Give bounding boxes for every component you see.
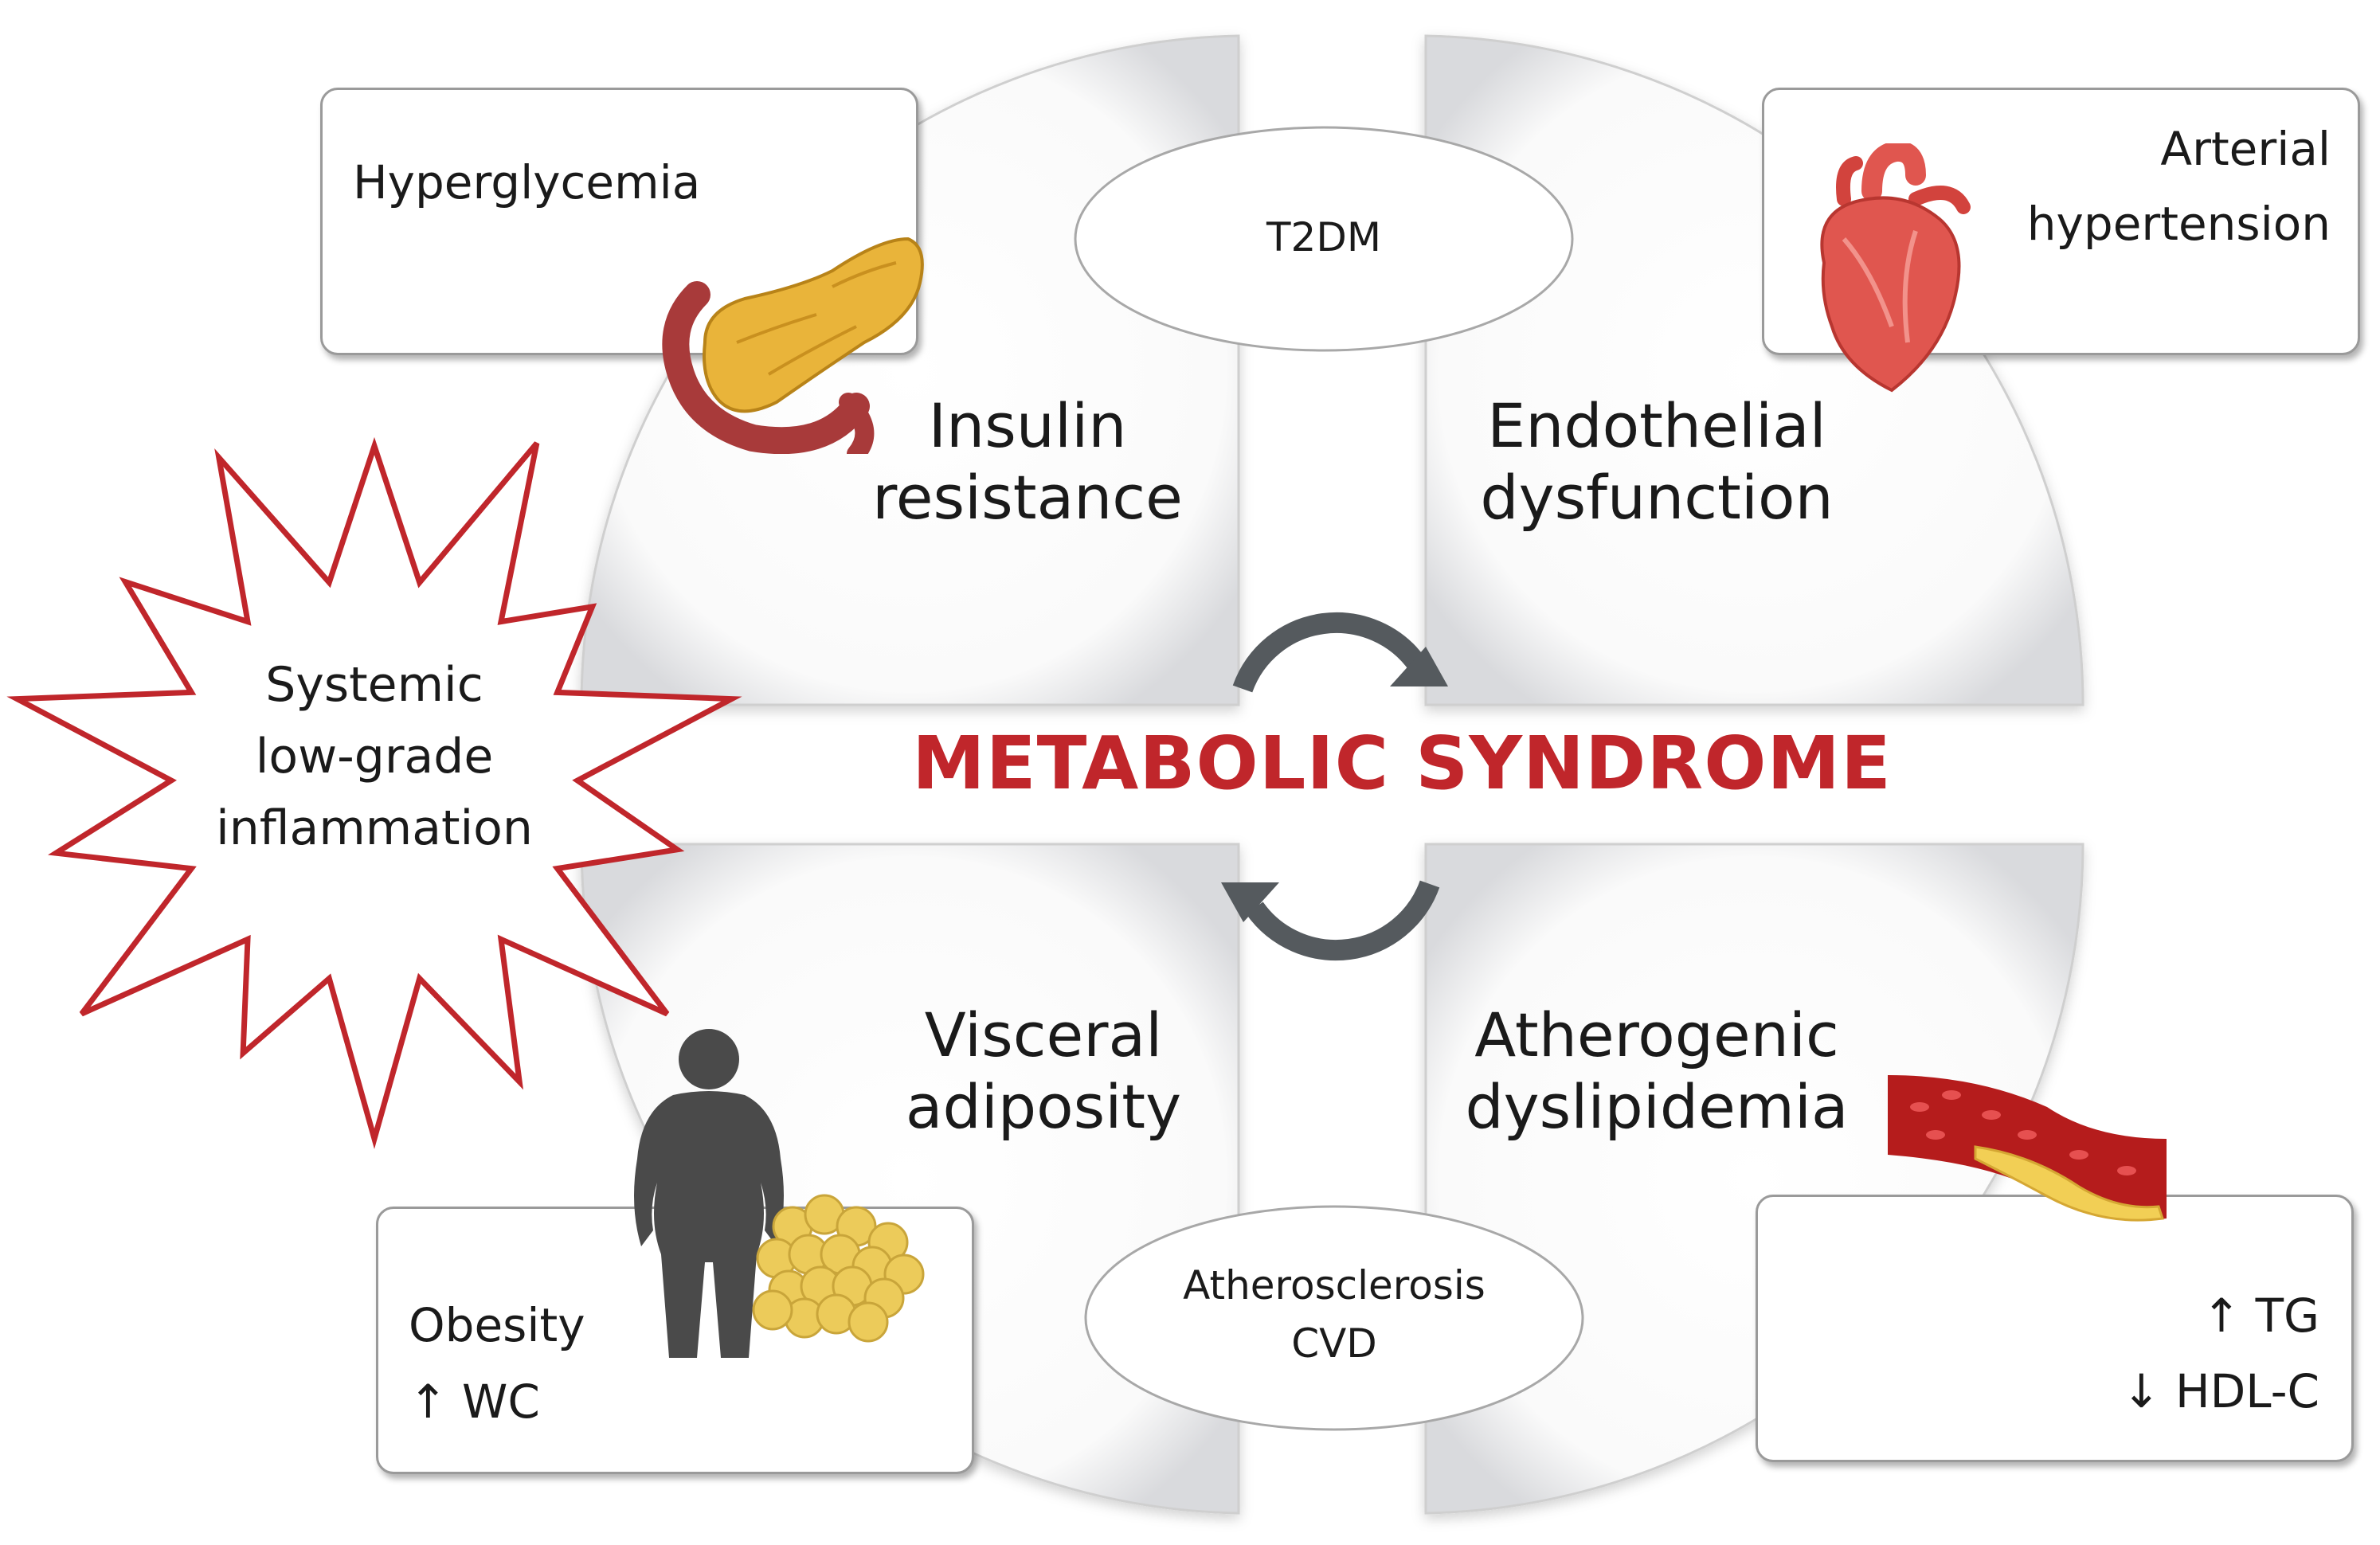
inflammation-starburst (6, 436, 742, 1149)
inflammation-label: Systemic low-grade inflammation (119, 649, 629, 864)
ellipse-atherosclerosis (1084, 1205, 1584, 1431)
burst-line3: inflammation (216, 800, 533, 856)
fat-cell (752, 1289, 793, 1331)
artery-plaque-icon (1888, 1075, 2167, 1222)
label-line2: resistance (872, 461, 1183, 533)
pancreas-icon (662, 237, 924, 454)
label-line1: Visceral (924, 999, 1163, 1070)
box-label-line2: ↓ HDL-C (2121, 1364, 2319, 1418)
label-line2: dyslipidemia (1465, 1070, 1849, 1142)
cycle-arrows-icon (1232, 612, 1440, 961)
heart-icon (1820, 143, 1971, 393)
arrowhead-top (1390, 647, 1448, 686)
box-label-line2: hypertension (2026, 197, 2331, 251)
box-label-line1: Arterial (2160, 122, 2331, 176)
ellipse-t2dm (1074, 126, 1574, 352)
label-line2: adiposity (905, 1070, 1182, 1142)
burst-line1: Systemic (265, 657, 483, 713)
burst-line2: low-grade (255, 729, 494, 784)
box-lipids: ↑ TG ↓ HDL-C (1756, 1195, 2354, 1462)
ellipse-label-atherosclerosis: Atherosclerosis CVD (1155, 1257, 1513, 1372)
quadrant-label-visceral-adiposity: Visceral adiposity (844, 999, 1243, 1142)
ellipse-line1: T2DM (1266, 214, 1381, 260)
ellipse-label-t2dm: T2DM (1155, 209, 1493, 267)
quadrant-label-insulin-resistance: Insulin resistance (828, 390, 1227, 533)
ellipse-line1: Atherosclerosis (1183, 1262, 1486, 1308)
person-silhouette-icon (634, 1029, 784, 1358)
label-line1: Atherogenic (1474, 999, 1839, 1070)
label-line1: Insulin (928, 390, 1127, 461)
box-label-line1: ↑ TG (2202, 1289, 2319, 1343)
label-line2: dysfunction (1480, 461, 1834, 533)
label-line1: Endothelial (1487, 390, 1826, 461)
quadrant-label-endothelial-dysfunction: Endothelial dysfunction (1442, 390, 1872, 533)
box-label-line1: Obesity (409, 1298, 585, 1352)
diagram-title: METABOLIC SYNDROME (912, 721, 1892, 806)
ellipse-line2: CVD (1291, 1320, 1377, 1367)
arrowhead-bottom (1221, 882, 1279, 922)
fat-cells-icon (752, 1194, 925, 1343)
fat-cell (847, 1301, 889, 1343)
box-label-line2: ↑ WC (409, 1375, 540, 1429)
quadrant-label-atherogenic-dyslipidemia: Atherogenic dyslipidemia (1434, 999, 1880, 1142)
box-label: Hyperglycemia (353, 155, 701, 209)
